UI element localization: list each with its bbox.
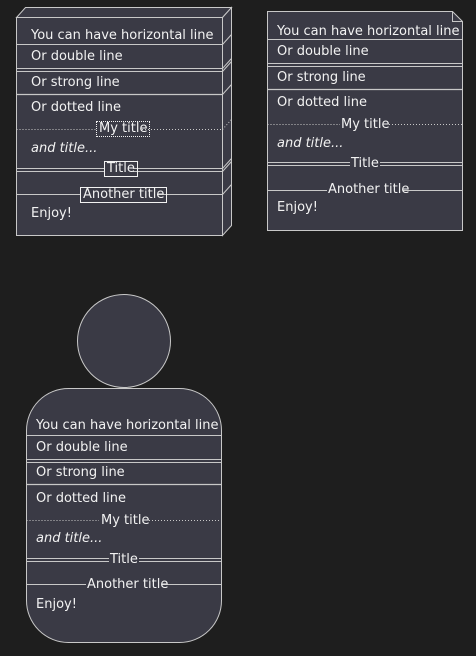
node-front-face (16, 17, 223, 236)
node-title-my: My title (96, 121, 151, 137)
node-line-dotted: Or dotted line (31, 100, 121, 115)
actor-body (26, 388, 222, 643)
actor-line-strong: Or strong line (36, 465, 125, 480)
file-title-my: My title (341, 117, 390, 132)
actor-title-another: Another title (87, 577, 169, 592)
node-separators (16, 34, 232, 195)
file-and-title: and title... (277, 136, 344, 151)
node-top-face (15, 7, 233, 18)
node-line-strong: Or strong line (31, 75, 120, 90)
file-line-double: Or double line (277, 44, 369, 59)
node-and-title: and title... (31, 141, 98, 156)
actor-title-my: My title (101, 513, 150, 528)
file-separators (267, 39, 463, 191)
file-title-plain: Title (351, 156, 379, 171)
actor-enjoy: Enjoy! (36, 597, 77, 612)
actor-separators (26, 435, 222, 585)
node-line-double: Or double line (31, 49, 123, 64)
node-enjoy: Enjoy! (31, 206, 72, 221)
actor-line-dotted: Or dotted line (36, 491, 126, 506)
file-line-strong: Or strong line (277, 70, 366, 85)
actor-line-horizontal: You can have horizontal line (36, 418, 219, 433)
node-side-face (222, 6, 232, 237)
node-line-horizontal: You can have horizontal line (31, 28, 214, 43)
file-line-dotted: Or dotted line (277, 95, 367, 110)
actor-line-double: Or double line (36, 440, 128, 455)
file-title-another: Another title (328, 182, 410, 197)
actor-title-plain: Title (110, 552, 138, 567)
file-enjoy: Enjoy! (277, 200, 318, 215)
file-line-horizontal: You can have horizontal line (277, 24, 460, 39)
actor-head (77, 294, 171, 388)
file-corner-fold (452, 11, 463, 22)
actor-and-title: and title... (36, 531, 103, 546)
node-title-plain: Title (104, 161, 138, 177)
node-shape (15, 6, 233, 237)
node-title-another: Another title (80, 187, 168, 203)
